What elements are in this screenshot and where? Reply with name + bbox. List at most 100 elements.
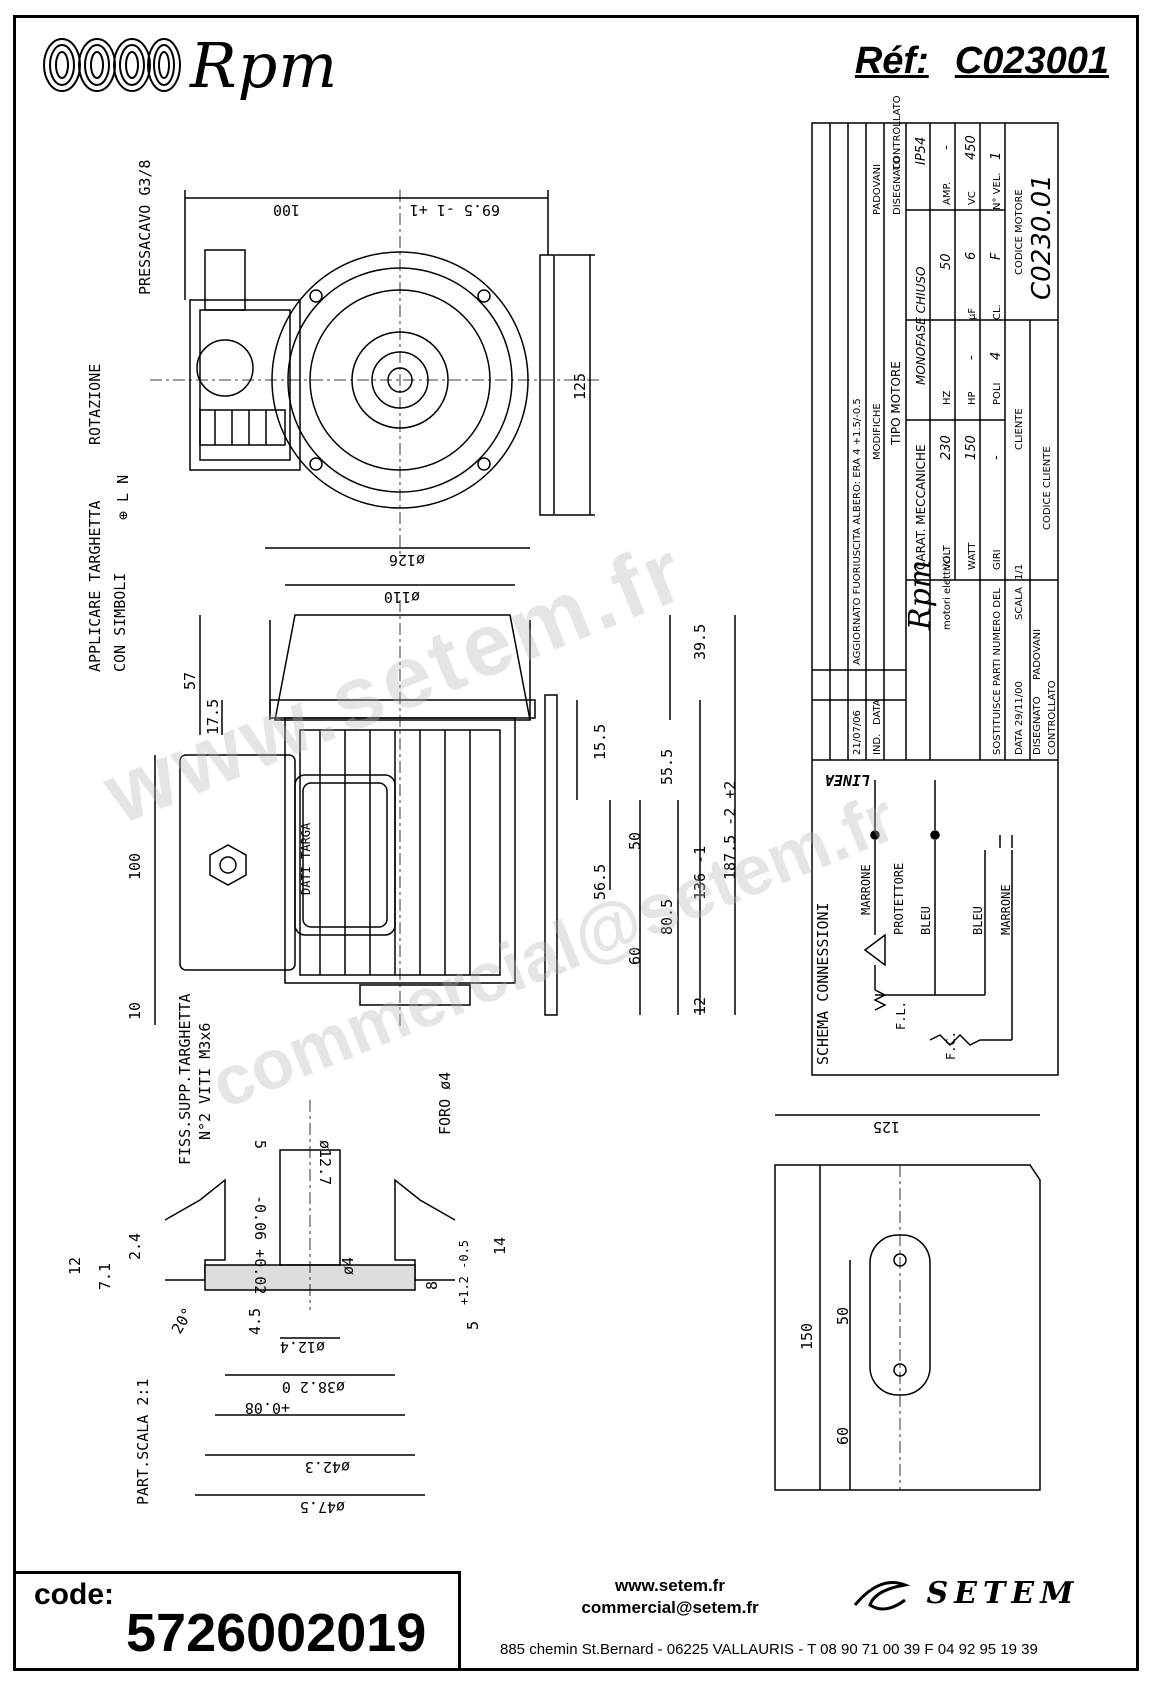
dim-b50: 50	[834, 1307, 852, 1325]
label-fl: F.L.	[894, 1001, 908, 1030]
dim-p0-06: -0.06 +0.02	[251, 1195, 269, 1294]
dim-55-5: 55.5	[658, 749, 676, 785]
tb-padovani-2: PADOVANI	[1032, 629, 1043, 680]
dim-p20: 20°	[168, 1305, 197, 1337]
tb-uf-v: 6	[964, 252, 979, 260]
tb-scala: SCALA	[1014, 587, 1025, 620]
dim-39-5: 39.5	[691, 624, 709, 660]
tb-giri-v: -	[989, 455, 1004, 460]
tb-vc-v: 450	[964, 135, 979, 160]
tb-codice-cliente: CODICE CLIENTE	[1042, 446, 1053, 530]
setem-name: SETEM	[926, 1576, 1080, 1611]
dim-p7-1: 7.1	[96, 1263, 114, 1290]
dim-p5: 5	[251, 1140, 269, 1149]
dim-p2-4: 2.4	[126, 1233, 144, 1260]
label-dati-targa: DATI TARGA	[299, 822, 313, 895]
tb-nvel: N° VEL.	[992, 172, 1003, 210]
tb-giri: GIRI	[992, 549, 1003, 570]
label-protettore: PROTETTORE	[892, 863, 906, 935]
part-detail	[164, 1100, 456, 1496]
dim-p12-7: ø12.7	[316, 1140, 334, 1185]
rpm-logo: Rpm	[42, 29, 338, 102]
dim-p4-5: 4.5	[246, 1308, 264, 1335]
label-linea: LINEA	[825, 771, 870, 789]
dim-p38-2: ø38.2 0	[282, 1378, 345, 1396]
tb-amp-v: -	[939, 145, 954, 150]
connection-schema	[863, 780, 1013, 1047]
tb-disegnato-2: DISEGNATO	[1032, 696, 1043, 755]
dim-80-5: 80.5	[658, 899, 676, 935]
tb-nvel-v: 1	[989, 152, 1004, 160]
label-viti: N°2 VITI M3x6	[196, 1023, 214, 1140]
setem-swirl-icon	[853, 1581, 911, 1611]
dim-57: 57	[181, 672, 199, 690]
tb-data-val: DATA 29/11/00	[1014, 681, 1025, 755]
drawing-sheet	[13, 15, 1139, 1671]
motor-side-view	[179, 600, 558, 1030]
tb-volt-v: 230	[939, 435, 954, 460]
tb-tipo-motore-label: TIPO MOTORE	[889, 361, 903, 446]
label-foro: FORO ø4	[436, 1072, 454, 1135]
tb-poli: POLI	[992, 383, 1003, 405]
ref-label: Réf:	[854, 40, 929, 82]
dim-p14: 14	[491, 1237, 509, 1255]
tb-amp: AMP.	[942, 182, 953, 205]
tb-controllato-2: CONTROLLATO	[1047, 680, 1058, 755]
tb-cliente: CLIENTE	[1014, 408, 1025, 450]
bracket-plate	[774, 1114, 1041, 1491]
code-value: 5726002019	[126, 1603, 427, 1663]
label-bleu-1: BLEU	[919, 906, 933, 935]
tb-codice-motore: C0230.01	[1027, 174, 1057, 300]
tb-cl: CL.	[992, 304, 1003, 320]
dim-60: 60	[626, 947, 644, 965]
dim-69: 69.5 -1 +1	[410, 201, 500, 219]
tb-carat: CARAT. MECCANICHE	[914, 444, 928, 570]
email-link[interactable]: commercial@setem.fr	[581, 1598, 759, 1617]
label-con-simboli: CON SIMBOLI	[111, 573, 129, 672]
tb-cl-v: F	[989, 252, 1004, 260]
tb-data: DATA	[872, 699, 883, 725]
dim-136: 136 -1	[691, 846, 709, 900]
dim-p1-2: +1.2 -0.5	[457, 1240, 471, 1305]
dim-p47-5: ø47.5	[300, 1498, 345, 1516]
dim-p42-3: ø42.3	[305, 1458, 350, 1476]
dim-187: 187.5 -2 +2	[721, 781, 739, 880]
label-schema: SCHEMA CONNESSIONI	[814, 902, 832, 1065]
tb-modifiche: MODIFICHE	[872, 403, 883, 460]
label-bleu-2: BLEU	[971, 906, 985, 935]
dim-17-5: 17.5	[204, 699, 222, 735]
website-link[interactable]: www.setem.fr	[615, 1576, 725, 1595]
dim-p8: 8	[423, 1281, 441, 1290]
tb-ind: IND.	[872, 734, 883, 755]
title-block	[811, 122, 1059, 1076]
tb-disegnato: DISEGNATO	[892, 156, 903, 215]
tb-controllato: CONTROLLATO	[892, 95, 903, 170]
tb-hp-v: -	[964, 355, 979, 360]
tb-padovani-top: PADOVANI	[872, 164, 883, 215]
label-fiss: FISS.SUPP.TARGHETTA	[176, 993, 194, 1165]
label-terminal-symbols: ⊕ L N	[114, 475, 132, 520]
dim-b60: 60	[834, 1427, 852, 1445]
ref-value: C023001	[954, 40, 1109, 82]
code-box: code: 5726002019	[13, 1571, 461, 1671]
tb-watt-v: 150	[964, 435, 979, 460]
dim-p12-4: ø12.4	[280, 1338, 325, 1356]
label-rotazione: ROTAZIONE	[86, 364, 104, 445]
dim-10: 10	[126, 1002, 144, 1020]
tb-volt: VOLT	[942, 544, 953, 570]
tb-hp: HP	[967, 391, 978, 405]
rpm-coil-icon	[43, 38, 181, 92]
dim-b125: 125	[873, 1118, 900, 1136]
dim-50: 50	[626, 832, 644, 850]
tb-sostituisce: SOSTITUISCE PARTI NUMERO DEL	[992, 588, 1003, 755]
reference: Réf: C023001	[855, 40, 1109, 83]
tb-codice-motore-label: CODICE MOTORE	[1014, 189, 1025, 275]
tb-scala-v: 1/1	[1014, 564, 1025, 580]
tb-watt: WATT	[967, 542, 978, 570]
tb-poli-v: 4	[989, 352, 1004, 360]
tb-hz: HZ	[942, 390, 953, 405]
label-applicare: APPLICARE TARGHETTA	[86, 500, 104, 672]
dim-b150: 150	[798, 1323, 816, 1350]
address-line: 885 chemin St.Bernard - 06225 VALLAURIS …	[500, 1641, 1038, 1658]
